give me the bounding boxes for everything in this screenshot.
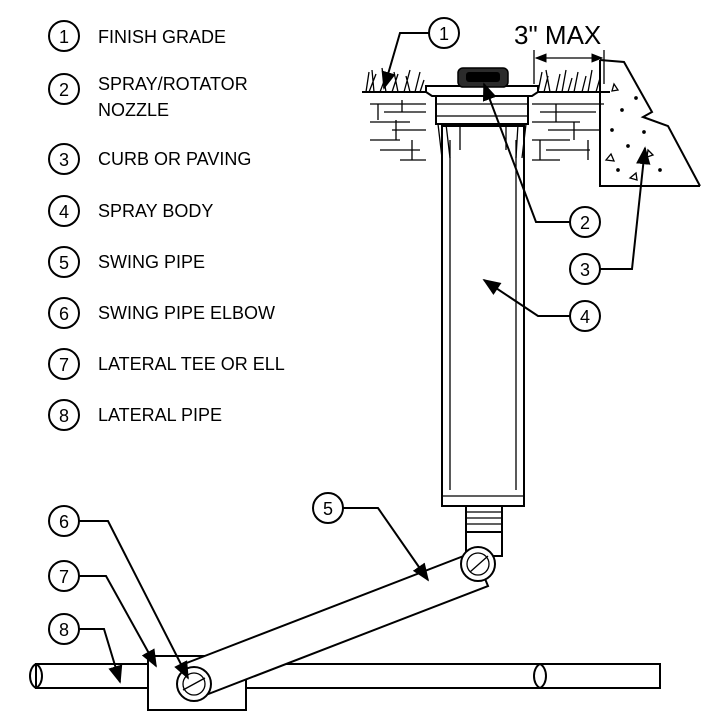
callout-5: 5 xyxy=(312,492,430,582)
spray-body xyxy=(425,67,539,533)
legend-item-7: 7 LATERAL TEE OR ELL xyxy=(48,348,285,380)
callout-8: 8 xyxy=(48,613,123,684)
lateral-pipe xyxy=(29,663,661,689)
legend-item-6: 6 SWING PIPE ELBOW xyxy=(48,297,275,329)
callout-1: 1 xyxy=(381,17,460,90)
inlet-threads xyxy=(466,511,502,525)
legend-item-4: 4 SPRAY BODY xyxy=(48,195,213,227)
legend-label-line2: NOZZLE xyxy=(98,100,169,120)
legend-item-2: 2 SPRAY/ROTATOR NOZZLE xyxy=(48,73,248,120)
legend-bubble xyxy=(48,348,80,380)
legend-number: 6 xyxy=(59,304,69,324)
legend-number: 3 xyxy=(59,150,69,170)
spray-body-cap xyxy=(425,85,539,97)
legend-item-5: 5 SWING PIPE xyxy=(48,246,205,278)
curb-aggregate xyxy=(604,82,662,181)
spray-body-inlet xyxy=(465,505,503,533)
callout-number: 6 xyxy=(59,512,69,532)
legend-label: SPRAY/ROTATOR xyxy=(98,74,248,94)
callout-2: 2 xyxy=(482,82,601,238)
pipe-break-left xyxy=(29,663,37,689)
legend-number: 7 xyxy=(59,355,69,375)
callout-number: 8 xyxy=(59,620,69,640)
legend-label: CURB OR PAVING xyxy=(98,149,251,169)
legend-bubble xyxy=(48,73,80,105)
legend-bubble xyxy=(48,297,80,329)
legend-label: LATERAL TEE OR ELL xyxy=(98,354,285,374)
legend-number: 4 xyxy=(59,202,69,222)
callout-number: 7 xyxy=(59,567,69,587)
legend-bubble xyxy=(48,20,80,52)
legend-label: SWING PIPE ELBOW xyxy=(98,303,275,323)
swing-pipe-elbow-upper xyxy=(460,531,503,582)
callout-number: 2 xyxy=(580,213,590,233)
legend: 1 FINISH GRADE 2 SPRAY/ROTATOR NOZZLE 3 … xyxy=(48,20,285,431)
callout-7: 7 xyxy=(48,560,157,668)
legend-number: 5 xyxy=(59,253,69,273)
legend-bubble xyxy=(48,143,80,175)
spray-body-cylinder xyxy=(441,125,525,507)
swing-pipe-elbow-lower xyxy=(176,666,212,702)
legend-number: 1 xyxy=(59,27,69,47)
callout-number: 5 xyxy=(323,499,333,519)
nozzle-top xyxy=(466,72,500,82)
legend-label: FINISH GRADE xyxy=(98,27,226,47)
soil-hatch-right xyxy=(532,103,604,161)
callout-4: 4 xyxy=(482,279,601,332)
legend-item-1: 1 FINISH GRADE xyxy=(48,20,226,52)
legend-item-3: 3 CURB OR PAVING xyxy=(48,143,251,175)
legend-label: LATERAL PIPE xyxy=(98,405,222,425)
legend-label: SPRAY BODY xyxy=(98,201,213,221)
grass-left xyxy=(365,67,425,93)
callout-number: 3 xyxy=(580,260,590,280)
max-depth-dimension: 3" MAX xyxy=(514,20,605,84)
callout-6: 6 xyxy=(48,505,189,680)
legend-bubble xyxy=(48,399,80,431)
legend-label: SWING PIPE xyxy=(98,252,205,272)
legend-item-8: 8 LATERAL PIPE xyxy=(48,399,222,431)
dimension-label: 3" MAX xyxy=(514,20,601,50)
spray-body-collar xyxy=(435,95,529,125)
callout-3: 3 xyxy=(569,146,651,285)
legend-number: 2 xyxy=(59,80,69,100)
legend-bubble xyxy=(48,195,80,227)
callout-number: 1 xyxy=(439,24,449,44)
curb-paving xyxy=(599,59,701,187)
grass-right xyxy=(537,69,601,93)
legend-bubble xyxy=(48,246,80,278)
pipe-break-right xyxy=(533,663,541,689)
spray-body-fins xyxy=(437,123,527,159)
legend-number: 8 xyxy=(59,406,69,426)
soil-hatch-left xyxy=(370,100,426,161)
callout-number: 4 xyxy=(580,307,590,327)
